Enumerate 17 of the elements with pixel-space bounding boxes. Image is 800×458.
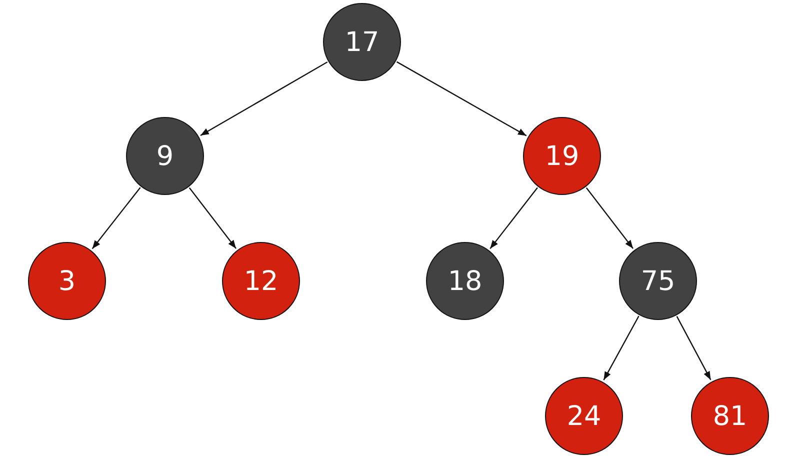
node-value: 17 bbox=[344, 26, 380, 58]
arrow bbox=[396, 61, 527, 136]
arrow bbox=[188, 187, 236, 249]
node-value: 19 bbox=[544, 140, 580, 172]
arrow bbox=[676, 316, 712, 380]
arrow bbox=[490, 187, 538, 249]
arrow bbox=[92, 187, 141, 250]
node-value: 9 bbox=[156, 140, 174, 172]
node-value: 75 bbox=[640, 266, 676, 296]
node-value: 12 bbox=[244, 266, 278, 296]
arrow bbox=[603, 316, 640, 380]
node-value: 18 bbox=[448, 266, 482, 296]
arrow bbox=[586, 187, 634, 249]
node-value: 3 bbox=[58, 266, 76, 296]
arrow bbox=[200, 62, 328, 136]
node-value: 24 bbox=[566, 400, 602, 432]
node-value: 81 bbox=[712, 400, 748, 432]
